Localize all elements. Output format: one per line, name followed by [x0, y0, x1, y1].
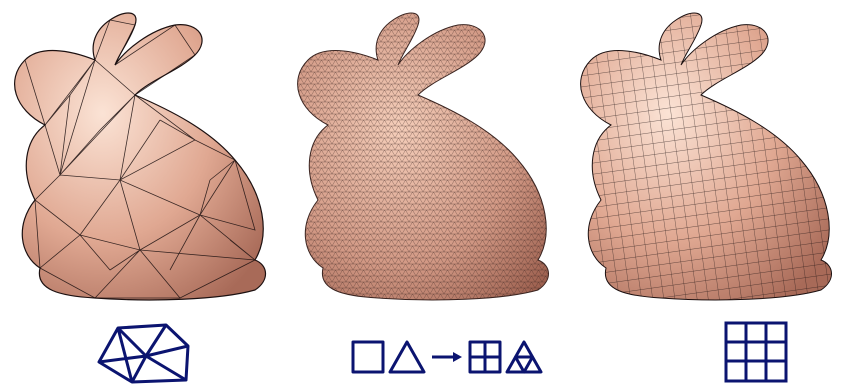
dense-mesh-bunny — [283, 0, 566, 385]
triangle-icon — [390, 342, 424, 372]
subdivided-triangle-icon — [507, 342, 541, 372]
arrow-head-icon — [453, 352, 462, 362]
quad-mesh-panel — [566, 0, 848, 385]
square-icon — [353, 342, 383, 372]
dense-mesh-panel — [283, 0, 566, 385]
quad-grid-icon — [723, 320, 789, 384]
subdivision-icon — [350, 338, 560, 378]
quad-mesh-bunny — [566, 0, 848, 385]
triangle-fan-icon — [96, 322, 191, 385]
